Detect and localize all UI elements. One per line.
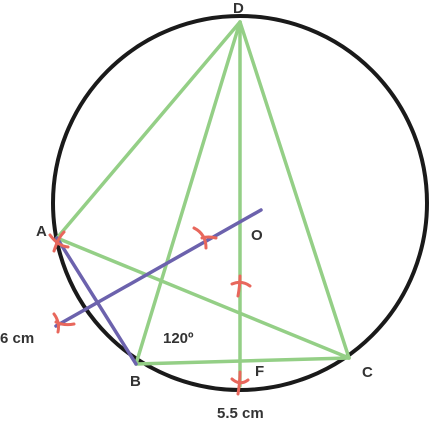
label-d: D xyxy=(233,0,244,17)
measurement-bc: 5.5 cm xyxy=(217,405,264,422)
measurement-angle-b: 120º xyxy=(163,330,194,347)
measurement-ab: 6 cm xyxy=(0,330,34,347)
segment-bc xyxy=(134,356,351,366)
label-a: A xyxy=(36,223,47,240)
arc-mark-center-o xyxy=(230,274,252,298)
segment-bd xyxy=(134,20,242,366)
label-f: F xyxy=(255,363,264,380)
arc-mark-bisector-right xyxy=(192,226,218,250)
segment-ab xyxy=(55,236,138,366)
segment-ad xyxy=(55,20,242,240)
purple-lines xyxy=(54,208,263,366)
arc-mark-f xyxy=(230,370,250,396)
perpendicular-bisector xyxy=(54,208,263,328)
label-b: B xyxy=(130,373,141,390)
arc-mark-bisector-left xyxy=(52,312,76,334)
arc-mark-a xyxy=(48,230,70,253)
green-lines xyxy=(55,20,351,388)
arc-marks xyxy=(48,226,252,396)
label-c: C xyxy=(362,364,373,381)
label-o: O xyxy=(251,227,263,244)
segment-cd xyxy=(238,20,351,360)
segment-ac xyxy=(55,236,351,360)
